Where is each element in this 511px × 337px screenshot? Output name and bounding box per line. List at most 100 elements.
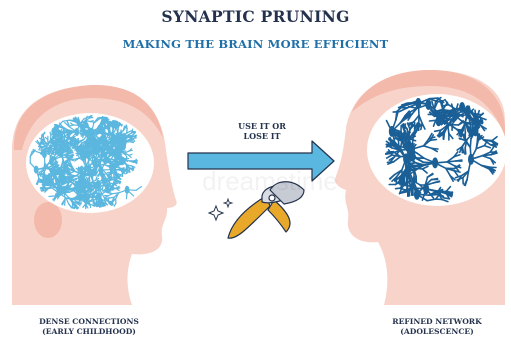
dendrite-segment [49,171,52,177]
dendrite-segment [54,168,61,175]
dendrite-segment [103,184,108,190]
left-caption: DENSE CONNECTIONS (EARLY CHILDHOOD) [39,317,139,336]
dendrite-segment [122,159,130,162]
child-hair [13,84,163,150]
dendrite-segment [29,151,33,157]
dendrite-segment [84,193,92,197]
neuron-body [86,128,92,137]
dendrite-segment [110,201,114,206]
dendrite-segment [71,197,78,201]
dendrite-segment [442,197,451,200]
dendrite-segment [112,120,117,125]
dendrite-segment [110,154,115,160]
dendrite-segment [108,154,114,158]
dendrite-segment [422,145,433,150]
neuron-body [51,127,57,136]
dendrite-segment [58,122,64,128]
dendrite-segment [481,151,492,157]
dendrite-segment [102,158,106,163]
neuron-body [33,165,39,174]
dendrite-segment [105,133,109,140]
neuron-body [425,99,432,110]
dendrite-segment [121,150,127,153]
dendrite-segment [40,187,46,192]
dendrite-segment [43,178,48,181]
dendrite-segment [123,136,127,142]
dendrite-segment [446,124,450,135]
dendrite-segment [113,123,118,129]
dendrite-segment [460,170,470,177]
dendrite-segment [88,171,94,175]
dendrite-segment [412,128,418,138]
dendrite-segment [70,140,77,143]
dendrite-segment [456,145,464,151]
dendrite-segment [406,122,411,130]
dendrite-segment [108,200,113,204]
neuron-body [435,115,442,127]
dendrite-segment [47,186,55,190]
dendrite-segment [441,108,452,112]
dendrite-segment [95,161,102,168]
dendrite-segment [80,123,85,127]
dendrite-segment [90,192,97,195]
dendrite-segment [405,189,411,197]
dendrite-segment [441,198,449,203]
dendrite-segment [66,159,69,164]
dendrite-segment [408,124,416,130]
dendrite-segment [115,185,120,189]
page-subtitle: MAKING THE BRAIN MORE EFFICIENT [122,37,389,51]
dendrite-segment [404,111,411,118]
dendrite-segment [109,169,115,173]
dendrite-segment [435,108,443,113]
neuron-body [58,148,64,156]
dendrite-segment [107,122,111,129]
dendrite-segment [110,124,115,127]
dendrite-segment [84,178,87,183]
dendrite-segment [429,138,438,142]
dendrite-segment [68,119,75,122]
dendrite-segment [65,197,70,205]
dendrite-segment [488,166,495,174]
dendrite-segment [475,119,484,123]
dendrite-segment [442,110,452,117]
neuron-body [432,157,439,169]
dendrite-segment [102,146,110,149]
dendrite-segment [414,157,424,163]
dendrite-segment [85,150,90,154]
dendrite-segment [107,128,110,137]
dendrite-segment [120,147,125,151]
dendrite-segment [58,137,62,141]
dendrite-segment [100,198,104,204]
dendrite-segment [115,143,120,149]
dendrite-segment [428,97,439,100]
dendrite-segment [489,157,497,164]
dendrite-segment [124,133,127,138]
dendrite-segment [399,138,403,149]
dendrite-segment [116,173,119,178]
dendrite-segment [111,198,117,203]
dendrite-segment [48,167,53,173]
dendrite-segment [454,175,463,179]
dendrite-segment [70,207,76,210]
dendrite-segment [99,187,103,192]
dendrite-segment [49,134,52,141]
dendrite-segment [67,170,70,175]
dendrite-segment [126,164,129,171]
dendrite-segment [98,146,104,150]
dendrite-segment [67,162,72,168]
dendrite-segment [62,160,67,168]
dendrite-segment [107,193,113,197]
dendrite-segment [443,114,454,118]
dendrite-segment [453,151,459,158]
dendrite-segment [128,137,133,141]
dendrite-segment [442,124,449,134]
dendrite-segment [54,177,58,186]
dendrite-segment [407,121,415,127]
dendrite-segment [90,146,94,153]
dendrite-segment [439,100,444,111]
dendrite-segment [36,177,40,186]
dendrite-segment [121,156,126,160]
dendrite-segment [489,146,495,153]
dendrite-segment [113,135,118,138]
